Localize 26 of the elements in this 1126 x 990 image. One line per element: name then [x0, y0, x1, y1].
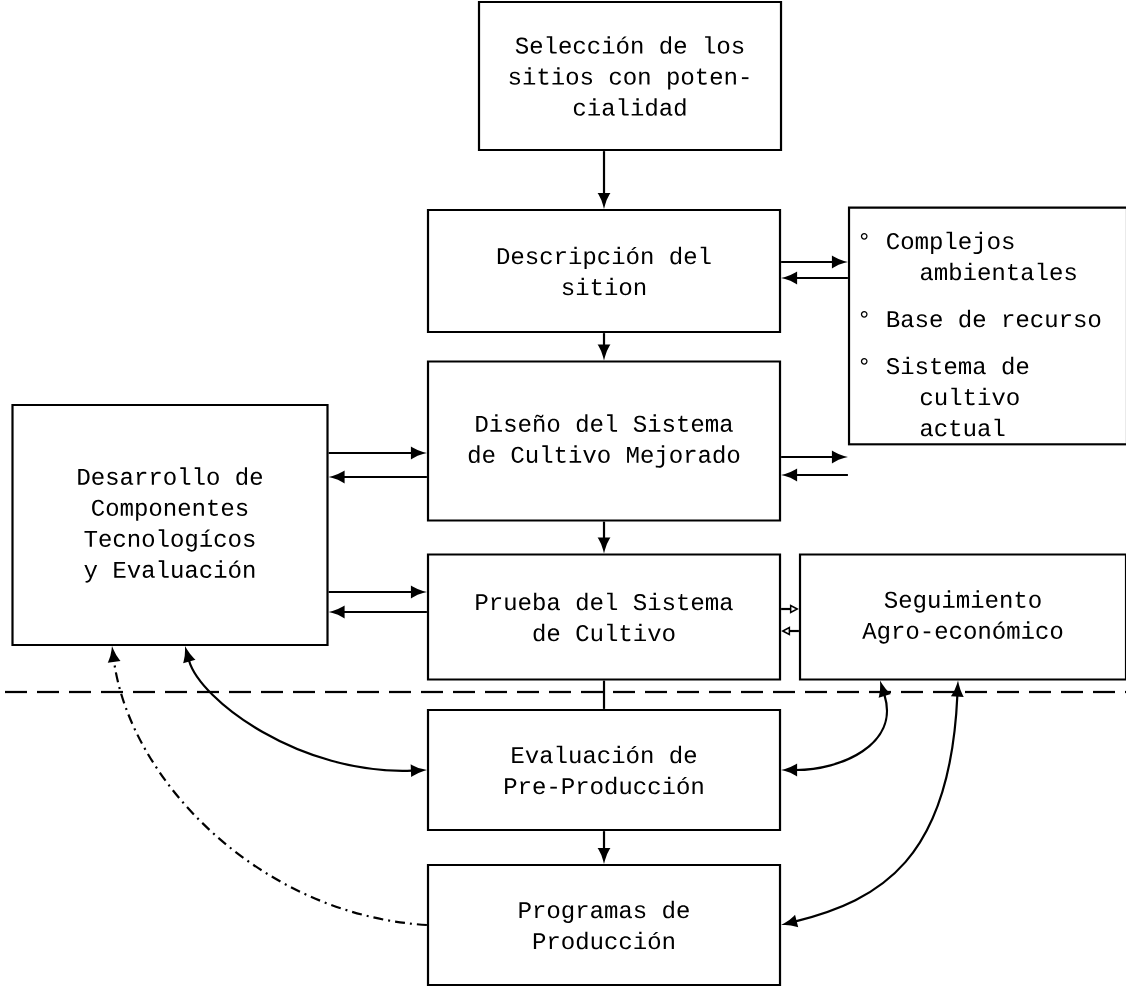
arrow	[781, 256, 845, 268]
arrow	[598, 831, 610, 861]
connector-line	[602, 680, 606, 709]
process-box: Prueba del Sistema de Cultivo	[426, 553, 782, 681]
curved-arrow	[183, 649, 424, 777]
arrow	[781, 451, 845, 463]
arrow	[784, 272, 848, 284]
arrow	[598, 521, 610, 551]
arrow	[598, 151, 610, 206]
curved-arrow	[108, 649, 428, 927]
curved-arrow	[784, 683, 890, 776]
process-box: Diseño del Sistema de Cultivo Mejorado	[426, 360, 782, 522]
arrow	[598, 333, 610, 358]
process-box: Evaluación de Pre-Producción	[426, 708, 782, 832]
arrow	[328, 447, 424, 459]
arrow	[331, 606, 427, 618]
process-box: Descripción del sition	[426, 208, 782, 334]
arrow	[331, 471, 427, 483]
arrow	[328, 586, 424, 598]
process-box: Programas de Producción	[426, 863, 782, 987]
curved-arrow	[784, 683, 963, 927]
process-box: Desarrollo de Componentes Tecnologícos y Evaluación	[11, 403, 329, 647]
arrow	[784, 469, 848, 481]
process-box: Selección de los sitios con poten- cialidad	[477, 0, 783, 152]
process-box: ° Complejos ambientales ° Base de recurso ° Sistema de cultivo actual	[847, 206, 1126, 446]
process-box: Seguimiento Agro-económico	[798, 553, 1126, 681]
